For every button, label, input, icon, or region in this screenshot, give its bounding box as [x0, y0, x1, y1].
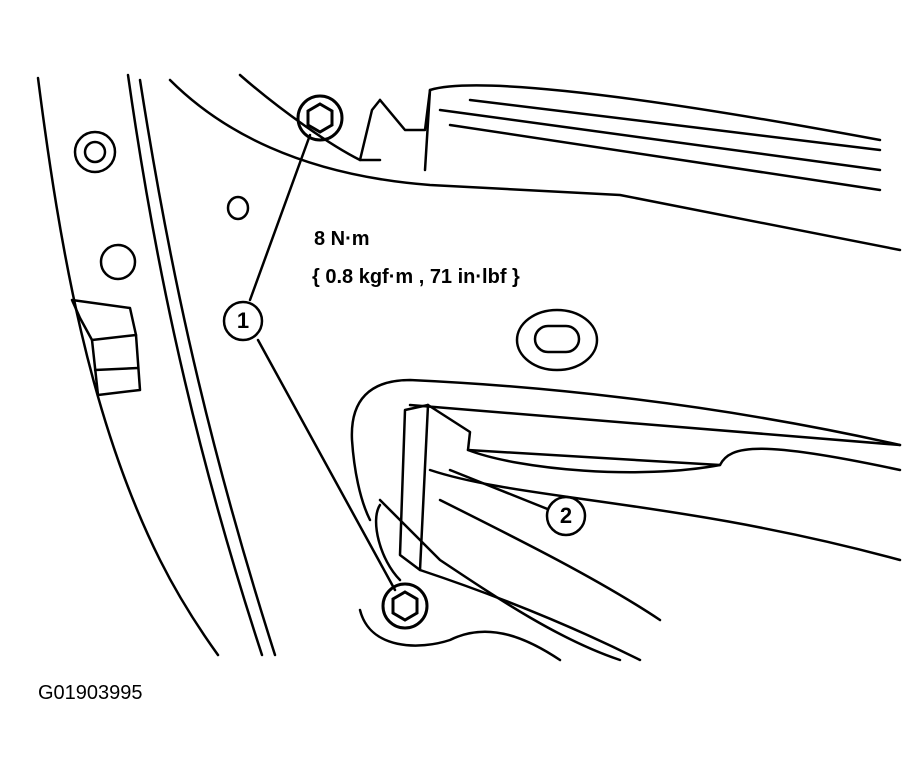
small-hole [226, 195, 250, 221]
upper-rail [378, 84, 882, 142]
torque-value-metric: 8 N·m [314, 228, 370, 250]
panel-upper-edge [168, 78, 902, 252]
callout-circle-2 [545, 495, 587, 537]
slotted-hole-inner [533, 324, 581, 354]
figure-id: G01903995 [38, 682, 143, 704]
leader-1-upper [248, 133, 312, 302]
frame-edge-inner-a [126, 73, 264, 657]
frame-hole-upper [73, 130, 117, 174]
callout-label-1: 1 [236, 308, 250, 333]
leader-1-lower [256, 338, 397, 592]
leader-2 [448, 468, 552, 512]
callout-label-2: 2 [559, 503, 573, 528]
torque-value-conversions: { 0.8 kgf·m , 71 in·lbf } [312, 266, 520, 288]
frame-hole-middle [99, 243, 137, 281]
frame-edge-outer [36, 76, 220, 657]
bolt-lower [381, 582, 429, 630]
lower-cutout-edge [350, 378, 902, 522]
callout-circle-1 [222, 300, 264, 342]
bolt-upper [296, 94, 344, 142]
slotted-hole-outer [515, 308, 599, 372]
frame-edge-inner-b [138, 78, 277, 657]
frame-bracket [70, 298, 142, 397]
